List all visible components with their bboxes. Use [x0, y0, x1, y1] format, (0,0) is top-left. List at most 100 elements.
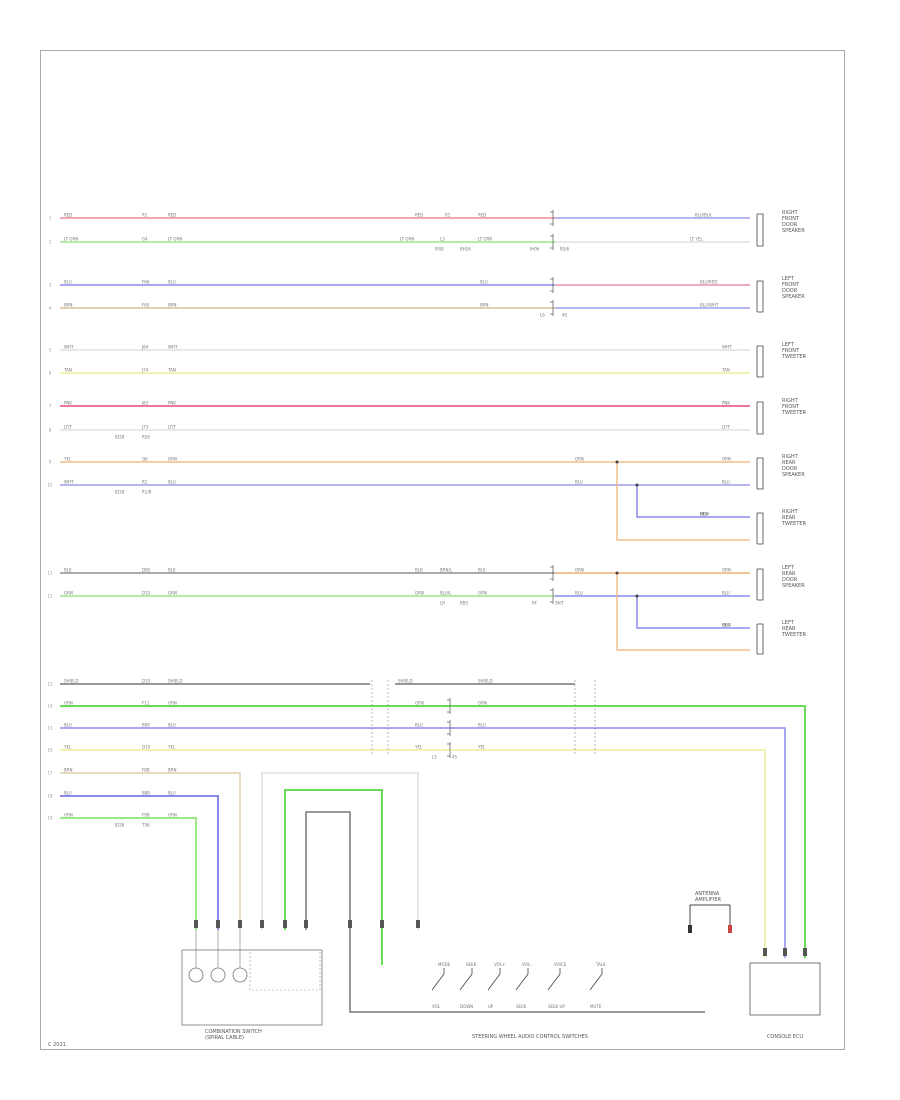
wire-blu — [60, 795, 219, 930]
connector-pin — [260, 920, 264, 928]
right-rear-tweeter-label: REAR — [782, 515, 796, 521]
switch-contact — [515, 968, 529, 991]
wire-code-label: BLK — [478, 568, 486, 573]
right-front-speaker-label: FRONT — [782, 216, 800, 222]
left-front-tweeter-label: TWEETER — [781, 354, 807, 360]
wire-code-label: BLU — [168, 723, 176, 728]
connector-pin — [348, 920, 352, 928]
wire-code-label: TAN — [721, 368, 730, 373]
wire-code-label: GRN — [64, 813, 73, 818]
wire-code-label: BLU/L — [440, 591, 452, 596]
wire-code-label: ORN — [575, 568, 584, 573]
wire-code-label: B08 — [142, 723, 150, 728]
wire-code-label: BLU — [415, 723, 423, 728]
connector — [447, 742, 451, 758]
wire-code-label: BRN/L — [440, 568, 453, 573]
wire-code-label: L6 — [540, 313, 545, 318]
pin-number: 4 — [49, 306, 52, 311]
wire-code-label: J83 — [141, 401, 149, 406]
splice — [615, 460, 619, 464]
switch-bottom-label: MUTE — [590, 1004, 602, 1009]
wire-code-label: GRN — [168, 701, 177, 706]
wire-code-label: IP08 — [435, 247, 444, 252]
switch-bottom-label: VOL — [432, 1004, 441, 1009]
wire-code-label: D15 — [142, 591, 151, 596]
switch-contact — [589, 968, 603, 991]
left-front-speaker-label: DOOR — [782, 288, 798, 294]
wire-code-label: F66 — [142, 280, 150, 285]
wire-code-label: BLK — [64, 568, 72, 573]
wire-code-label: L3 — [440, 237, 445, 242]
combination-switch-label: (SPIRAL CABLE) — [205, 1035, 244, 1041]
pin-number: 10 — [47, 483, 53, 488]
connector — [447, 720, 451, 736]
wire-code-label: PNK — [168, 401, 176, 406]
wire-code-label: ID28 — [115, 823, 125, 828]
switch-contact — [431, 968, 445, 991]
connector-pin — [304, 920, 308, 928]
connector — [550, 277, 554, 293]
wire-code-label: GRN — [64, 591, 73, 596]
left-rear-tweeter-label: LEFT — [782, 620, 795, 626]
pin-number: 14 — [47, 704, 53, 709]
wire-code-label: GRN — [64, 701, 73, 706]
wire-code-label: TAN — [63, 368, 72, 373]
combination-switch-label: COMBINATION SWITCH — [205, 1029, 262, 1035]
pin-number: 16 — [47, 748, 53, 753]
wire-code-label: IH06 — [530, 247, 540, 252]
wire-code-label: B8B — [142, 791, 150, 796]
wire-code-label: BLK — [415, 568, 423, 573]
left-rear-speaker-label: DOOR — [782, 577, 798, 583]
components-layer — [181, 210, 821, 1026]
connector-pin — [216, 920, 220, 928]
antenna-label: AMPLIFIER — [695, 897, 722, 903]
wire-blu — [60, 727, 786, 958]
wire-code-label: RED — [415, 213, 423, 218]
wire-code-label: WHT — [64, 480, 74, 485]
wire-blu-branch — [636, 596, 750, 629]
wire-code-label: SHIELD — [64, 679, 79, 684]
combination-switch-box — [181, 949, 323, 1026]
left-front-speaker-symbol — [756, 280, 764, 313]
wire-code-label: BLU/WHT — [700, 303, 719, 308]
wire-code-label: BRN — [64, 768, 73, 773]
wire-code-label: YEL — [167, 745, 176, 750]
wire-code-label: BLU — [575, 480, 583, 485]
wire-code-label: LT/T — [168, 425, 176, 430]
wire-code-label: L5 — [432, 755, 437, 760]
left-rear-speaker-label: SPEAKER — [782, 583, 805, 589]
switch-label: SEEK — [466, 962, 477, 967]
pin-number: 6 — [49, 371, 52, 376]
antenna-pin — [728, 925, 732, 933]
switch-label: VOICE — [554, 962, 567, 967]
wire-code-label: LT/T — [722, 425, 730, 430]
wire-code-label: PNK — [64, 401, 72, 406]
spiral-cable-coil — [210, 967, 226, 983]
pin-number: 7 — [49, 404, 52, 409]
wire-code-label: SHIELD — [398, 679, 413, 684]
wire-orn-branch — [616, 462, 750, 541]
wire-blk — [305, 811, 705, 1013]
right-rear-tweeter-label: RIGHT — [782, 509, 799, 515]
pin-number: 11 — [47, 571, 53, 576]
wire-code-label: GRN — [478, 701, 487, 706]
left-front-tweeter-symbol — [756, 345, 764, 378]
wire-code-label: BLK — [168, 568, 176, 573]
wire-code-label: GRN — [478, 591, 487, 596]
wire-code-label: BLU — [168, 791, 176, 796]
pin-number: 8 — [49, 428, 52, 433]
wire-code-label: R1/B — [142, 490, 152, 495]
wire-code-label: 4S — [562, 313, 568, 318]
ecu-pin — [763, 948, 767, 956]
wire-code-label: ID28 — [115, 490, 125, 495]
wire-code-label: D10 — [142, 745, 151, 750]
wire-code-label: WHT — [168, 345, 178, 350]
console-ecu-box — [749, 962, 821, 1016]
wire-code-label: LT GRN — [168, 237, 182, 242]
combination-switch-inner — [249, 949, 321, 991]
wire-code-label: GRN — [415, 591, 424, 596]
wire-code-label: SHIELD — [478, 679, 493, 684]
wire-code-label: G4 — [142, 237, 148, 242]
